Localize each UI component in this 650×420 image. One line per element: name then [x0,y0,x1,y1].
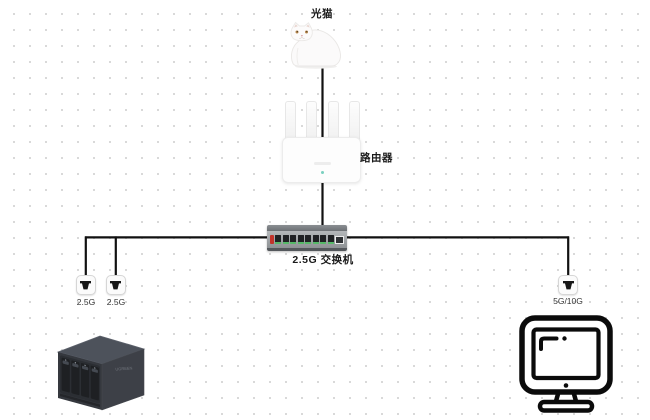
switch-port-3 [290,235,296,244]
switch-label: 2.5G 交换机 [292,254,354,266]
router-node[interactable] [282,137,361,183]
desktop-monitor-icon [519,315,613,413]
switch-top-bevel [267,225,347,231]
switch-port-6 [312,235,319,244]
router-antenna-3 [328,101,339,141]
router-label: 路由器 [360,152,393,164]
nas-brand-text: UGREEN [115,365,133,371]
modem-node[interactable] [284,20,348,70]
wall-port-3-label: 5G/10G [553,296,583,306]
wall-port-3[interactable] [558,275,578,295]
switch-sfp-slot [335,235,344,244]
switch-brand-logo [270,235,274,244]
switch-port-8 [327,235,334,244]
wall-port-1[interactable] [75,275,96,295]
switch-node[interactable] [267,225,347,251]
router-antenna-4 [349,101,360,141]
ethernet-port-icon [80,280,91,289]
wall-port-1-label: 2.5G [76,297,96,307]
switch-port-4 [297,235,304,244]
switch-bottom-edge [267,248,347,251]
switch-port-1 [275,235,281,244]
modem-label: 光猫 [311,8,333,20]
ethernet-port-icon [562,280,574,289]
router-antenna-2 [306,101,317,141]
switch-port-5 [305,235,311,244]
router-status-led [321,171,324,174]
switch-port-7 [320,235,326,244]
wall-port-2-label: 2.5G [106,297,126,307]
router-antenna-1 [285,101,296,141]
switch-front-face [267,231,347,248]
nas-node[interactable]: UGREEN [52,326,148,412]
ethernet-port-icon [110,280,121,289]
switch-port-2 [282,235,289,244]
white-cat-icon [290,21,341,69]
nas-4bay-icon: UGREEN [56,335,146,411]
router-brand-mark [314,162,331,165]
wall-port-2[interactable] [105,275,126,295]
computer-node[interactable] [517,315,615,413]
